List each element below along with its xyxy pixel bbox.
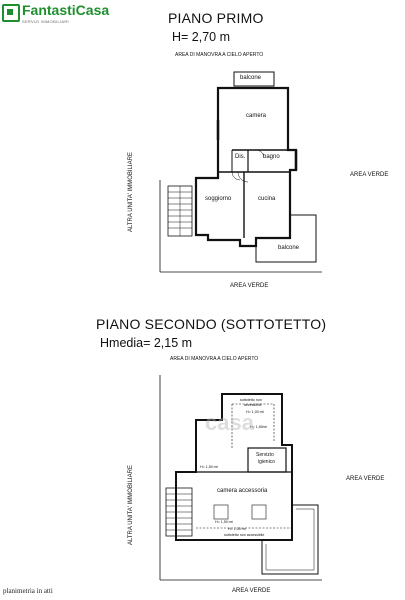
- brand-logo: FantastiCasa SERVIZI IMMOBILIARI: [2, 2, 120, 30]
- floor2-bottom-area-label: AREA VERDE: [232, 588, 271, 594]
- floor1-outline: [194, 86, 298, 248]
- footer-caption: planimetria in atti: [3, 587, 53, 595]
- height-top-1: H= 1,00 mt: [246, 410, 264, 414]
- room-servizio-2: igienico: [258, 459, 275, 465]
- room-camera: camera: [246, 113, 267, 119]
- floor1-top-area-label: AREA DI MANOVRA A CIELO APERTO: [175, 52, 264, 58]
- room-dis: Dis.: [235, 154, 246, 160]
- floor1-side-label: ALTRA UNITA' IMMOBILIARE: [128, 152, 134, 232]
- floor2-outline: [175, 393, 293, 541]
- room-balcone-bottom: balcone: [278, 245, 300, 251]
- house-logo-icon: [2, 4, 20, 22]
- height-top-2: H= 1,50mt: [250, 425, 267, 429]
- floor2-height: Hmedia= 2,15 m: [100, 336, 193, 350]
- height-left: H= 1,50 mt: [200, 465, 218, 469]
- floor1-right-area-label: AREA VERDE: [350, 172, 389, 178]
- room-servizio-1: Servizio: [256, 452, 274, 458]
- floor1-title: PIANO PRIMO: [168, 10, 264, 26]
- floor2-side-label: ALTRA UNITA' IMMOBILIARE: [128, 465, 134, 545]
- floor1-height: H= 2,70 m: [172, 30, 231, 44]
- floor2-top-area-label: AREA DI MANOVRA A CIELO APERTO: [170, 356, 259, 362]
- room-soggiorno: soggiorno: [205, 196, 232, 202]
- room-sottotetto-top-2: accessibile: [244, 403, 262, 407]
- room-sottotetto-top-1: sottotetto non: [240, 398, 262, 402]
- floor2-right-area-label: AREA VERDE: [346, 476, 385, 482]
- brand-tagline: SERVIZI IMMOBILIARI: [22, 19, 69, 24]
- room-camera-accessoria: camera accessoria: [217, 488, 268, 494]
- room-sottotetto-bottom: sottotetto non accessibile: [224, 533, 265, 537]
- brand-name: FantastiCasa: [22, 2, 110, 18]
- room-cucina: cucina: [258, 196, 276, 202]
- room-bagno: bagno: [263, 154, 280, 160]
- height-bottom: H= 1,00 mt: [228, 527, 246, 531]
- floor1-bottom-area-label: AREA VERDE: [230, 283, 269, 289]
- height-mid: H= 1,50 mt: [215, 520, 233, 524]
- room-balcone-top: balcone: [240, 75, 262, 81]
- floor1-top-balcony: [233, 71, 275, 87]
- floor2-title: PIANO SECONDO (SOTTOTETTO): [96, 316, 327, 332]
- watermark: casa: [205, 410, 254, 435]
